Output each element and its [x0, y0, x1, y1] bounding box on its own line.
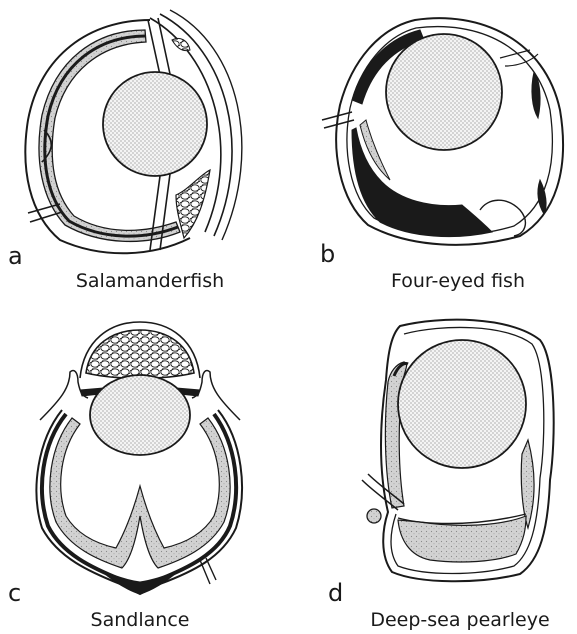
panel-a-salamanderfish: a Salamanderfish: [8, 10, 242, 292]
panel-letter-b: b: [320, 240, 335, 268]
panel-caption-four-eyed-fish: Four-eyed fish: [391, 270, 525, 292]
sandlance-eye-drawing: [36, 322, 242, 594]
panel-letter-a: a: [8, 242, 23, 270]
panel-caption-deep-sea-pearleye: Deep-sea pearleye: [370, 609, 549, 631]
panel-caption-sandlance: Sandlance: [91, 609, 190, 631]
salamanderfish-eye-drawing: [25, 10, 241, 253]
panel-d-deep-sea-pearleye: d Deep-sea pearleye: [328, 320, 554, 631]
deep-sea-pearleye-eye-drawing: [362, 320, 554, 582]
panel-letter-c: c: [8, 579, 21, 607]
panel-b-four-eyed-fish: b Four-eyed fish: [320, 18, 563, 292]
four-eyed-fish-eye-drawing: [322, 18, 563, 245]
panel-caption-salamanderfish: Salamanderfish: [76, 270, 224, 292]
panel-letter-d: d: [328, 579, 343, 607]
panel-c-sandlance: c Sandlance: [8, 322, 242, 631]
